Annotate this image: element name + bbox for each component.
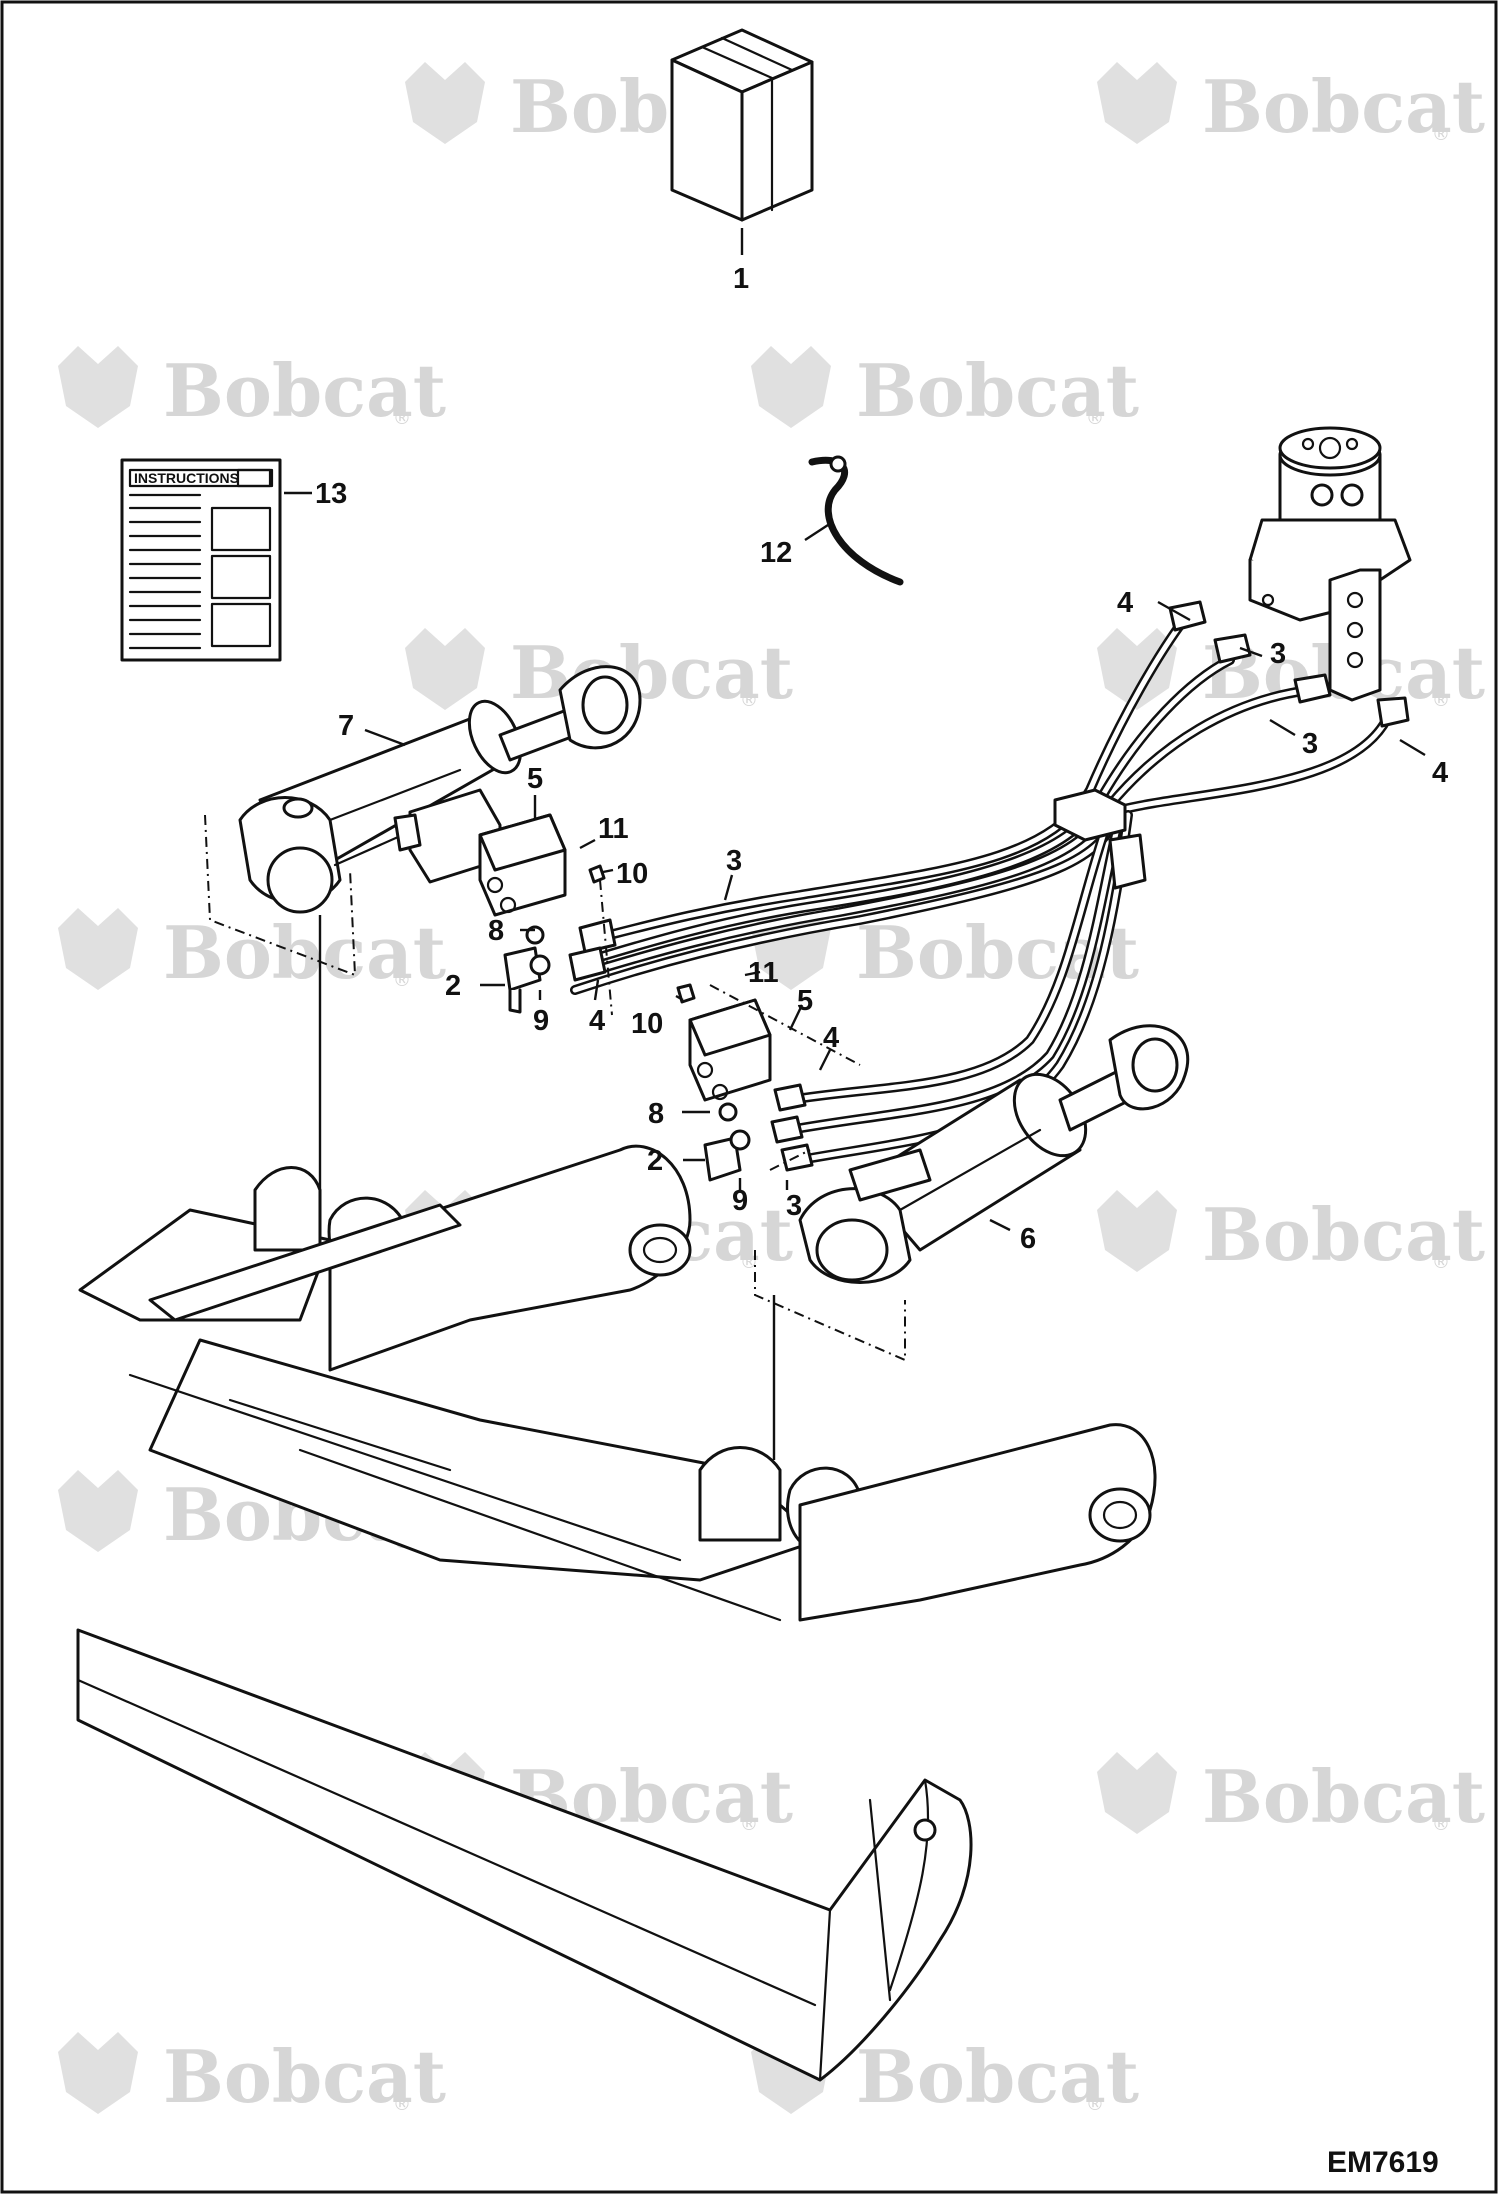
watermark: Bobcat ® <box>58 346 446 433</box>
dashed-outlines <box>204 814 906 1362</box>
drawing-code: EM7619 <box>1327 2146 1439 2179</box>
swing-valve <box>1248 426 1412 702</box>
watermark: Bobcat ® <box>751 2032 1139 2119</box>
callout-8: 8 <box>488 915 504 947</box>
valve-block-lower <box>676 983 772 1182</box>
watermark-registered: ® <box>1432 690 1450 711</box>
watermark-registered: ® <box>1086 408 1104 429</box>
watermark-text: Bobcat <box>163 2034 446 2119</box>
watermark-layer: Bobcat ® Bobcat ® Bobcat ® Bobcat ® Bobc… <box>58 62 1485 2119</box>
instruction-sheet: INSTRUCTIONS <box>120 458 282 662</box>
watermark-registered: ® <box>393 970 411 991</box>
watermark-text: Bobcat <box>1202 1754 1485 1839</box>
callout-10: 10 <box>616 858 648 890</box>
callout-11: 11 <box>598 813 629 845</box>
watermark-registered: ® <box>1432 124 1450 145</box>
callout-6: 6 <box>1020 1223 1036 1255</box>
watermark-registered: ® <box>1432 1814 1450 1835</box>
callout-4: 4 <box>1117 587 1133 619</box>
bobcat-head-logo-icon <box>751 346 831 428</box>
watermark: Bobcat ® <box>405 628 793 715</box>
callouts: 1 13 12 4 3 3 4 7 5 11 10 3 8 2 9 4 11 1… <box>315 263 1448 1255</box>
watermark-registered: ® <box>1086 2094 1104 2115</box>
blade-cylinder-lower <box>798 1024 1190 1284</box>
watermark-text: Bobcat <box>510 630 793 715</box>
bobcat-head-logo-icon <box>58 908 138 990</box>
watermark-text: Bobcat <box>856 2034 1139 2119</box>
leader-lines <box>284 228 1426 1232</box>
bobcat-head-logo-icon <box>405 62 485 144</box>
callout-8: 8 <box>648 1098 664 1130</box>
callout-1: 1 <box>733 263 749 295</box>
mount-lines <box>318 915 776 1460</box>
watermark-text: Bobcat <box>856 348 1139 433</box>
watermark-registered: ® <box>1432 1252 1450 1273</box>
watermark: Bobcat ® <box>58 2032 446 2119</box>
cable-tie <box>808 455 904 586</box>
callout-13: 13 <box>315 478 347 510</box>
watermark-text: Bobcat <box>1202 64 1485 149</box>
callout-3: 3 <box>726 845 742 877</box>
watermark-registered: ® <box>393 408 411 429</box>
callout-3: 3 <box>1302 728 1318 760</box>
bobcat-head-logo-icon <box>405 628 485 710</box>
callout-9: 9 <box>732 1185 748 1217</box>
watermark-text: Bobcat <box>163 910 446 995</box>
watermark-registered: ® <box>740 1252 758 1273</box>
watermark-text: Bobcat <box>163 348 446 433</box>
blade-cylinder-upper <box>238 665 642 914</box>
watermark-text: Bobcat <box>1202 1192 1485 1277</box>
callout-2: 2 <box>445 970 461 1002</box>
watermark: Bobcat ® <box>58 908 446 995</box>
watermark: Bobcat ® <box>1097 1752 1485 1839</box>
bobcat-head-logo-icon <box>1097 1752 1177 1834</box>
bobcat-head-logo-icon <box>58 2032 138 2114</box>
instruction-sheet-title: INSTRUCTIONS <box>134 470 239 486</box>
callout-11: 11 <box>748 957 779 989</box>
callout-5: 5 <box>527 763 543 795</box>
callout-12: 12 <box>760 537 792 569</box>
bobcat-head-logo-icon <box>1097 62 1177 144</box>
callout-3: 3 <box>1270 638 1286 670</box>
watermark: Bobcat ® <box>751 346 1139 433</box>
callout-7: 7 <box>338 710 354 742</box>
bobcat-head-logo-icon <box>1097 1190 1177 1272</box>
bobcat-head-logo-icon <box>1097 628 1177 710</box>
callout-4: 4 <box>823 1022 839 1054</box>
callout-4: 4 <box>589 1005 605 1037</box>
callout-10: 10 <box>631 1008 663 1040</box>
callout-9: 9 <box>533 1005 549 1037</box>
valve-block-upper <box>393 788 606 1014</box>
watermark: Bobcat ® <box>1097 62 1485 149</box>
bobcat-head-logo-icon <box>58 346 138 428</box>
watermark-registered: ® <box>393 2094 411 2115</box>
kit-box <box>670 28 814 222</box>
watermark-registered: ® <box>740 690 758 711</box>
dozer-blade-assembly <box>76 1144 1157 2082</box>
watermark: Bobcat ® <box>1097 1190 1485 1277</box>
hose-bundle <box>568 600 1410 1172</box>
watermark-registered: ® <box>740 1814 758 1835</box>
callout-5: 5 <box>797 985 813 1017</box>
callout-4: 4 <box>1432 757 1448 789</box>
callout-2: 2 <box>647 1145 663 1177</box>
bobcat-head-logo-icon <box>58 1470 138 1552</box>
callout-3: 3 <box>786 1190 802 1222</box>
